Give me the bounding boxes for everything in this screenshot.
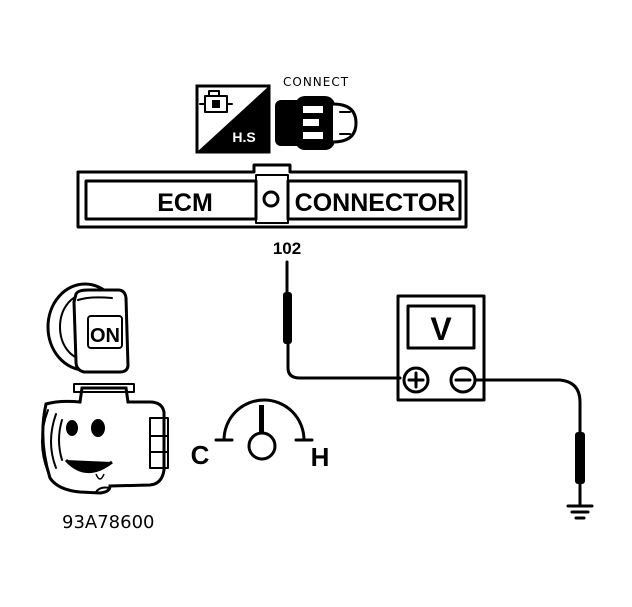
gauge-hot-label: H (311, 442, 330, 472)
voltmeter-label: V (430, 311, 452, 347)
pin-number: 102 (273, 239, 301, 258)
figure-id: 93A78600 (62, 512, 154, 533)
connector-right-label: CONNECTOR (295, 189, 456, 217)
engine-icon (199, 90, 233, 113)
gauge-cold-label: C (191, 440, 210, 470)
voltmeter: V (396, 294, 486, 402)
gauge-hub (247, 431, 277, 461)
positive-terminal (402, 366, 430, 394)
ignition-key-icon: ON (46, 282, 130, 374)
hs-label: H.S (232, 129, 255, 145)
negative-terminal (449, 366, 477, 394)
gauge-needle (259, 405, 264, 434)
positive-probe-lead (283, 260, 402, 380)
temperature-gauge: C H (191, 398, 330, 472)
positive-probe (283, 292, 292, 344)
ground-icon (566, 504, 594, 520)
engine-character-icon (41, 383, 169, 495)
connector-left-label: ECM (157, 189, 213, 217)
ignition-key-label: ON (90, 325, 120, 347)
ecm-connector: ECM CONNECTOR 102 (76, 163, 468, 258)
connect-badge: CONNECT (275, 75, 358, 150)
connector-pin-hole (262, 190, 280, 208)
negative-probe-lead (473, 378, 594, 520)
connect-label: CONNECT (283, 75, 349, 89)
hs-badge: H.S (195, 84, 271, 154)
connect-plug-icon (275, 96, 358, 150)
negative-probe (575, 432, 585, 484)
